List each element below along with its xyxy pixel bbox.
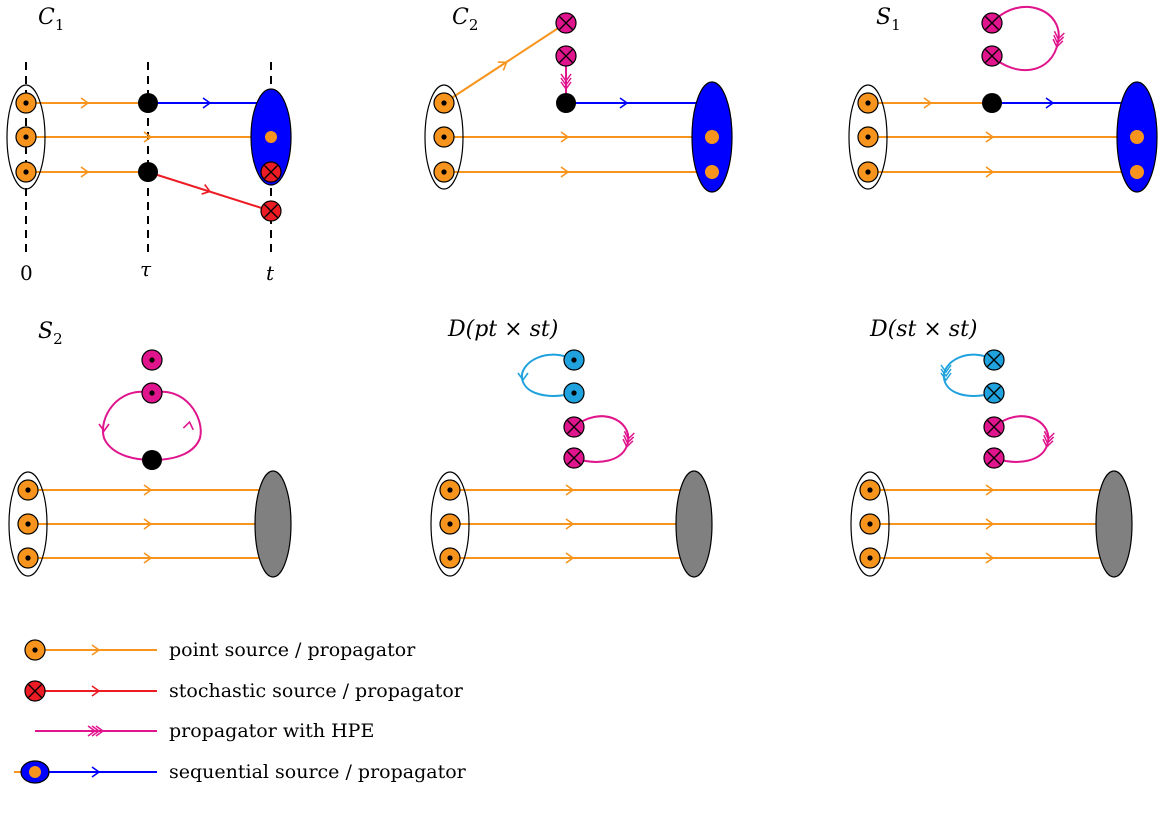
panel-c2-title: C2 (452, 5, 478, 34)
axis-label-tau: τ (140, 257, 152, 281)
panel-s1-title: S1 (876, 5, 901, 34)
axis-label-t: t (266, 261, 275, 285)
panel-dpt-title: D(pt × st) (447, 317, 558, 342)
legend-item-stochastic: stochastic source / propagator (24, 680, 464, 702)
stochastic-source-icon (24, 680, 46, 702)
legend-label-stochastic: stochastic source / propagator (169, 680, 464, 702)
panel-d-st-st: D(st × st) (850, 317, 1133, 578)
legend-item-hpe: propagator with HPE (35, 720, 374, 742)
panel-s1: S1 (848, 5, 1158, 193)
panel-d-pt-st: D(pt × st) (430, 317, 713, 578)
sequential-source-icon (20, 760, 50, 784)
panel-s2: S2 (8, 319, 292, 578)
legend-item-sequential: sequential source / propagator (14, 760, 467, 784)
axis-label-0: 0 (20, 261, 33, 285)
legend-label-sequential: sequential source / propagator (169, 761, 467, 783)
panel-c2: C2 (424, 5, 733, 193)
panel-dst-title: D(st × st) (869, 317, 978, 342)
source-oval (6, 84, 46, 190)
legend: point source / propagator stochastic sou… (14, 639, 467, 784)
legend-item-point: point source / propagator (24, 639, 416, 661)
sink-blob (254, 470, 292, 578)
legend-label-hpe: propagator with HPE (169, 720, 374, 742)
point-source-icon (24, 639, 46, 661)
panel-s2-title: S2 (38, 319, 63, 348)
legend-label-point: point source / propagator (169, 639, 416, 661)
panel-c1: C1 0 τ t (6, 5, 292, 285)
panel-c1-title: C1 (38, 5, 64, 34)
